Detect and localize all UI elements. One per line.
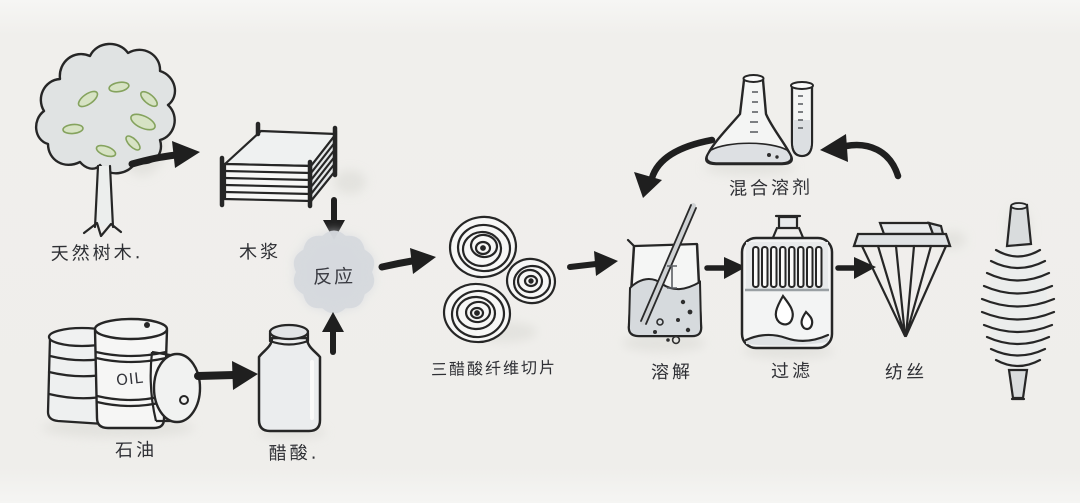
solvent-flask-illustration [705,74,814,166]
wood-pulp-label: 木浆 [238,241,282,264]
reaction-node [293,230,375,314]
chip-icon [505,257,557,305]
arrow-chips-to-beaker [567,251,618,276]
triacetate-chips-label: 三醋酸纤维切片 [430,357,558,380]
droplet-icon [774,294,814,331]
arrow-beaker-to-filter [704,257,746,279]
oil-barrel-text: OIL [115,368,145,390]
arrow-pulp-to-reaction [323,197,345,240]
filter-vessel-illustration [740,214,834,350]
arrow-reaction-to-chips [378,248,436,274]
wood-pulp-illustration [219,121,338,209]
arrow-solvent-to-beaker [634,136,716,198]
acetic-acid-bottle-illustration [257,323,322,433]
dissolve-label: 溶解 [650,361,694,384]
arrow-acid-to-reaction [322,312,344,355]
filter-slots [752,246,823,288]
oil-barrels-illustration [46,317,202,430]
spinneret-illustration [852,221,952,338]
reaction-label: 反应 [312,265,356,289]
natural-wood-label: 天然树木. [50,242,144,265]
acetic-acid-label: 醋酸. [268,442,320,465]
chip-icon [448,215,518,279]
leaf-icon [62,81,158,158]
bubbles [653,299,693,342]
filter-label: 过滤 [770,360,814,383]
spinning-label: 纺丝 [884,361,928,384]
arrow-spinning-to-solvent [820,134,902,180]
dissolving-beaker-illustration [626,203,703,345]
petroleum-label: 石油 [114,439,158,462]
yarn-windings [980,248,1056,368]
arrow-oil-to-acid [194,361,258,390]
mixed-solvent-label: 混合溶剂 [728,177,814,200]
chip-icon [442,282,512,344]
tree-illustration [35,42,177,238]
arrow-filter-to-spinneret [835,257,876,279]
yarn-bobbin-illustration [980,202,1056,401]
arrow-tree-to-pulp [128,141,200,168]
cellulose-chips-illustration [442,215,557,344]
